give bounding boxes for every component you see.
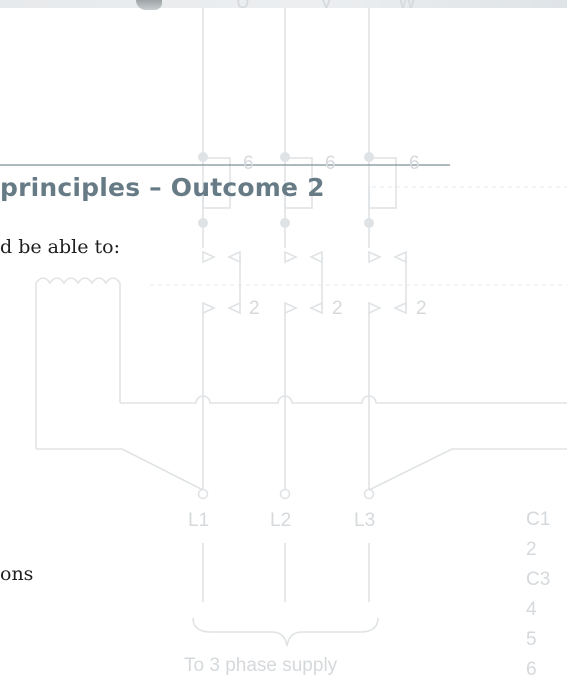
junction-dot-mid-3 [364, 218, 374, 228]
contact-label-1: 2 [249, 298, 260, 319]
contact-arrow-upper-1a [202, 250, 216, 264]
contact-arrow-upper-2b [309, 250, 323, 264]
contact-arrow-lower-2a [284, 301, 298, 315]
phase-label-l1: L1 [188, 510, 210, 531]
phase-label-l3: L3 [354, 510, 376, 531]
overload-label-3: 6 [409, 153, 420, 174]
side-label-3: C3 [526, 569, 551, 590]
side-label-1: C1 [526, 509, 551, 530]
header-photo-detail [136, 0, 162, 10]
body-text-fragment: ons [0, 563, 34, 585]
overload-label-1: 6 [243, 153, 254, 174]
side-label-2: 2 [526, 539, 537, 560]
section-heading: principles – Outcome 2 [0, 173, 325, 202]
overload-bracket-1 [202, 157, 231, 209]
contact-label-2: 2 [332, 298, 343, 319]
phase-label-l2: L2 [270, 510, 292, 531]
terminal-l2 [279, 488, 291, 500]
contact-arrow-upper-1b [227, 250, 241, 264]
junction-dot-top-1 [198, 152, 208, 162]
terminal-l1 [197, 488, 209, 500]
terminal-l3 [363, 488, 375, 500]
overload-bracket-2 [284, 157, 313, 209]
coil-winding [35, 277, 121, 285]
label-u: U [236, 0, 250, 13]
contact-arrow-lower-1b [227, 301, 241, 315]
contact-arrow-upper-3a [368, 250, 382, 264]
junction-dot-mid-1 [198, 218, 208, 228]
overload-bracket-3 [368, 157, 397, 209]
control-return-left [36, 448, 204, 491]
contact-arrow-upper-3b [393, 250, 407, 264]
intro-text-fragment: d be able to: [0, 236, 120, 258]
contact-label-3: 2 [416, 298, 427, 319]
contact-arrow-upper-2a [284, 250, 298, 264]
junction-dot-top-3 [364, 152, 374, 162]
junction-dot-top-2 [280, 152, 290, 162]
control-wire [120, 395, 567, 404]
side-label-6: 6 [526, 659, 537, 680]
supply-label: To 3 phase supply [184, 655, 338, 676]
supply-brace [192, 617, 379, 647]
control-return-right [368, 448, 567, 491]
contact-arrow-lower-3a [368, 301, 382, 315]
header-photo-strip [0, 0, 567, 8]
contact-arrow-lower-1a [202, 301, 216, 315]
contact-arrow-lower-2b [309, 301, 323, 315]
overload-label-2: 6 [325, 153, 336, 174]
label-v: V [320, 0, 333, 13]
side-label-5: 5 [526, 629, 537, 650]
contact-arrow-lower-3b [393, 301, 407, 315]
junction-dot-mid-2 [280, 218, 290, 228]
side-label-4: 4 [526, 599, 537, 620]
label-w: W [398, 0, 416, 13]
